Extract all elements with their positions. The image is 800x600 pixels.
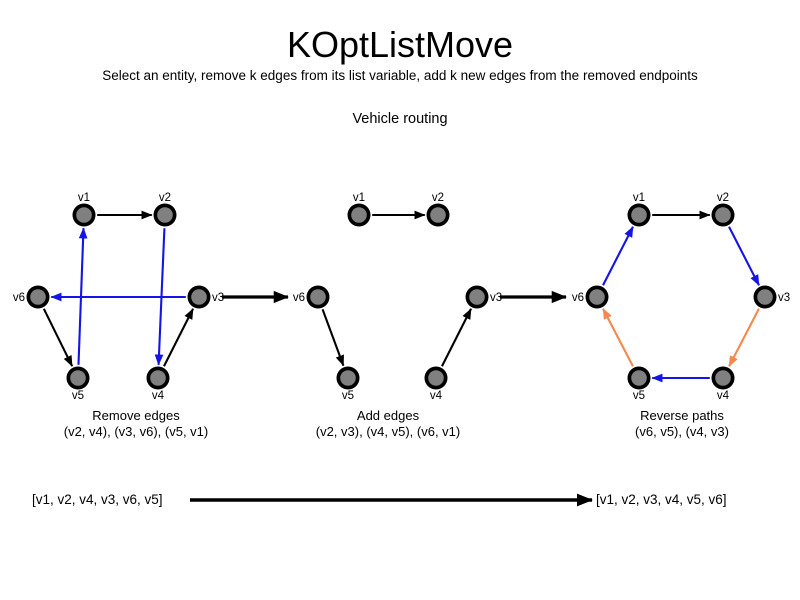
node-v1[interactable]: v1 xyxy=(627,192,651,227)
edge-v6-v5 xyxy=(321,309,345,367)
node-v3[interactable]: v3 xyxy=(753,285,791,309)
edge-layer xyxy=(42,210,760,383)
node-fill xyxy=(430,207,446,223)
node-v6[interactable]: v6 xyxy=(572,285,609,309)
edge-v4-v3 xyxy=(441,308,472,367)
node-v1[interactable]: v1 xyxy=(72,192,96,227)
node-label: v6 xyxy=(293,292,305,304)
node-label: v3 xyxy=(490,292,502,304)
node-fill xyxy=(150,370,166,386)
edge-v5-v6 xyxy=(602,308,634,367)
node-v1[interactable]: v1 xyxy=(347,192,371,227)
node-label: v1 xyxy=(633,192,645,204)
panel-caption-remove: Remove edges (v2, v4), (v3, v6), (v5, v1… xyxy=(0,408,336,440)
node-label: v6 xyxy=(572,292,584,304)
node-fill xyxy=(30,289,46,305)
node-fill xyxy=(428,370,444,386)
node-fill xyxy=(157,207,173,223)
node-label: v1 xyxy=(353,192,365,204)
node-v4[interactable]: v4 xyxy=(711,366,735,403)
node-v5[interactable]: v5 xyxy=(66,366,90,403)
node-fill xyxy=(589,289,605,305)
node-fill xyxy=(631,370,647,386)
node-fill xyxy=(70,370,86,386)
node-fill xyxy=(340,370,356,386)
caption-title: Remove edges xyxy=(92,408,180,423)
node-label: v2 xyxy=(159,192,171,204)
node-label: v5 xyxy=(72,390,84,402)
page-subtitle: Select an entity, remove k edges from it… xyxy=(102,68,698,83)
node-v3[interactable]: v3 xyxy=(465,285,503,309)
caption-title: Add edges xyxy=(356,408,420,423)
node-v2[interactable]: v2 xyxy=(426,192,450,227)
after-list-label: [v1, v2, v3, v4, v5, v6] xyxy=(596,492,727,507)
node-fill xyxy=(351,207,367,223)
node-v2[interactable]: v2 xyxy=(711,192,735,227)
panel-caption-reverse: Reverse paths (v6, v5), (v4, v3) xyxy=(482,408,800,440)
caption-detail: (v2, v4), (v3, v6), (v5, v1) xyxy=(63,424,209,439)
node-fill xyxy=(715,370,731,386)
node-v4[interactable]: v4 xyxy=(424,366,448,403)
node-v5[interactable]: v5 xyxy=(336,366,360,403)
edge-v2-v3 xyxy=(728,226,760,286)
node-fill xyxy=(76,207,92,223)
before-list-label: [v1, v2, v4, v3, v6, v5] xyxy=(32,492,163,507)
node-label: v4 xyxy=(430,390,443,402)
caption-title: Reverse paths xyxy=(640,408,724,423)
node-v5[interactable]: v5 xyxy=(627,366,651,403)
node-v2[interactable]: v2 xyxy=(153,192,177,227)
node-label: v1 xyxy=(78,192,90,204)
node-v6[interactable]: v6 xyxy=(293,285,330,309)
node-fill xyxy=(191,289,207,305)
node-label: v4 xyxy=(717,390,730,402)
node-fill xyxy=(757,289,773,305)
node-label: v2 xyxy=(432,192,444,204)
node-v4[interactable]: v4 xyxy=(146,366,170,403)
edge-v3-v4 xyxy=(728,308,760,367)
edge-v6-v1 xyxy=(602,226,634,286)
node-label: v3 xyxy=(778,292,790,304)
node-label: v3 xyxy=(212,292,224,304)
edge-v5-v1 xyxy=(77,227,88,365)
node-layer: v1 v2 v3 v4 v5 v6 v1 v2 v3 v4 v5 v6 v1 v2 v3 v4 v5 v6 xyxy=(13,192,790,402)
edge-v6-v5 xyxy=(42,308,74,367)
caption-detail: (v6, v5), (v4, v3) xyxy=(635,424,729,439)
edge-v4-v3 xyxy=(163,308,194,367)
node-fill xyxy=(631,207,647,223)
node-label: v5 xyxy=(633,390,645,402)
node-label: v2 xyxy=(717,192,729,204)
node-fill xyxy=(310,289,326,305)
node-v3[interactable]: v3 xyxy=(187,285,225,309)
node-v6[interactable]: v6 xyxy=(13,285,50,309)
panel-caption-add: Add edges (v2, v3), (v4, v5), (v6, v1) xyxy=(188,408,588,440)
node-label: v5 xyxy=(342,390,354,402)
page-title: KOptListMove xyxy=(286,24,514,65)
node-fill xyxy=(715,207,731,223)
node-fill xyxy=(469,289,485,305)
section-label: Vehicle routing xyxy=(352,111,448,127)
node-label: v4 xyxy=(152,390,165,402)
caption-detail: (v2, v3), (v4, v5), (v6, v1) xyxy=(315,424,461,439)
node-label: v6 xyxy=(13,292,25,304)
